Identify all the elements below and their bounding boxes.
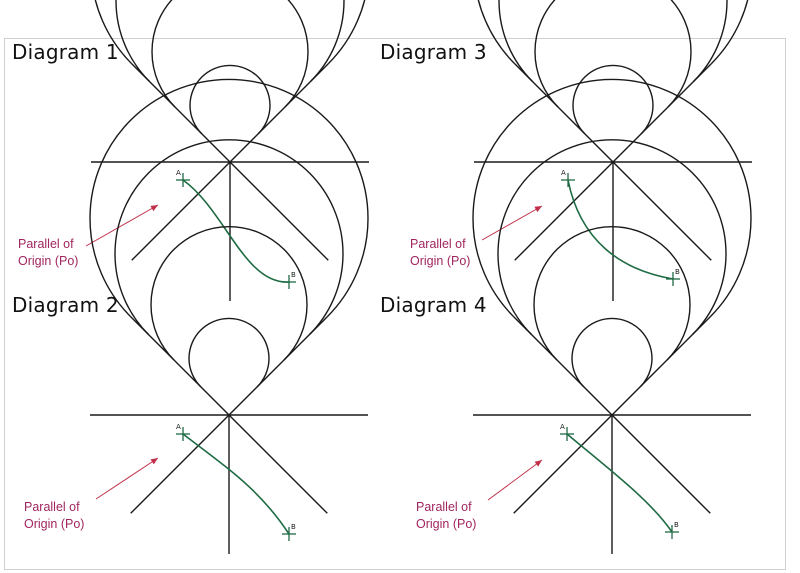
meridian-line (130, 414, 230, 514)
point-b-marker (282, 527, 296, 541)
meridian-line (229, 63, 329, 163)
parallel-arc (533, 225, 691, 361)
meridian-line (611, 316, 711, 416)
conic-diagram-3: A B Parallel of Origin (Po) (410, 0, 752, 301)
meridian-line (612, 63, 712, 163)
parallel-of-origin-label: Parallel of (416, 500, 472, 514)
point-a-marker (561, 173, 575, 187)
label-arrow (85, 204, 159, 247)
parallel-arc (497, 139, 727, 335)
parallel-arc (115, 0, 345, 82)
parallel-arc (571, 317, 653, 388)
parallel-arc (498, 0, 728, 82)
track-line (182, 179, 290, 283)
diagram-3-title: Diagram 3 (380, 40, 487, 64)
diagram-4-title: Diagram 4 (380, 293, 487, 317)
parallel-arc (114, 139, 344, 335)
meridian-line (513, 414, 613, 514)
point-b-marker (665, 525, 679, 539)
point-b-marker (282, 275, 296, 289)
point-a-label: A (176, 169, 181, 177)
parallel-arc (534, 0, 692, 108)
parallel-arc (477, 0, 749, 65)
meridian-line (131, 63, 231, 163)
conic-diagram-1: A B Parallel of Origin (Po) (18, 0, 369, 301)
parallel-of-origin-label: Parallel of (18, 237, 74, 251)
label-arrowhead (534, 460, 542, 467)
point-a-label: A (561, 169, 566, 177)
point-a-marker (560, 427, 574, 441)
conic-diagram-4: A B Parallel of Origin (Po) (416, 78, 752, 554)
label-arrowhead (150, 205, 158, 212)
diagram-2-title: Diagram 2 (12, 293, 119, 317)
track-line (567, 179, 674, 280)
point-b-label: B (291, 523, 296, 531)
meridian-line (611, 414, 711, 514)
parallel-arc (150, 225, 308, 361)
point-a-label: A (176, 423, 181, 431)
parallel-arc (89, 78, 369, 318)
parallel-of-origin-label: Origin (Po) (410, 254, 470, 268)
parallel-of-origin-label: Parallel of (410, 237, 466, 251)
parallel-of-origin-label: Origin (Po) (18, 254, 78, 268)
figure-frame (4, 38, 786, 570)
track-line (182, 433, 290, 535)
meridian-line (130, 316, 230, 416)
conic-diagram-2: A B Parallel of Origin (Po) (24, 78, 369, 554)
point-b-marker (666, 272, 680, 286)
label-arrow (481, 205, 543, 241)
meridian-line (131, 161, 231, 261)
point-b-label: B (291, 271, 296, 279)
label-arrowhead (150, 458, 158, 465)
meridian-line (514, 63, 614, 163)
point-a-marker (176, 427, 190, 441)
meridian-line (228, 316, 328, 416)
point-b-label: B (674, 521, 679, 529)
parallel-of-origin-label: Origin (Po) (416, 517, 476, 531)
parallel-arc (189, 64, 271, 135)
meridian-line (229, 161, 329, 261)
track-line (566, 433, 673, 533)
meridian-line (228, 414, 328, 514)
parallel-arc (151, 0, 309, 108)
parallel-arc (572, 64, 654, 135)
label-arrowhead (534, 206, 542, 213)
diagram-1-title: Diagram 1 (12, 40, 119, 64)
point-a-label: A (560, 423, 565, 431)
parallel-arc (188, 317, 270, 388)
point-a-marker (176, 173, 190, 187)
point-b-label: B (675, 268, 680, 276)
parallel-arc (94, 0, 366, 65)
meridian-line (513, 316, 613, 416)
parallel-arc (472, 78, 752, 318)
parallel-of-origin-label: Origin (Po) (24, 517, 84, 531)
meridian-line (514, 161, 614, 261)
label-arrow (95, 457, 159, 500)
parallel-of-origin-label: Parallel of (24, 500, 80, 514)
label-arrow (487, 459, 543, 501)
meridian-line (612, 161, 712, 261)
